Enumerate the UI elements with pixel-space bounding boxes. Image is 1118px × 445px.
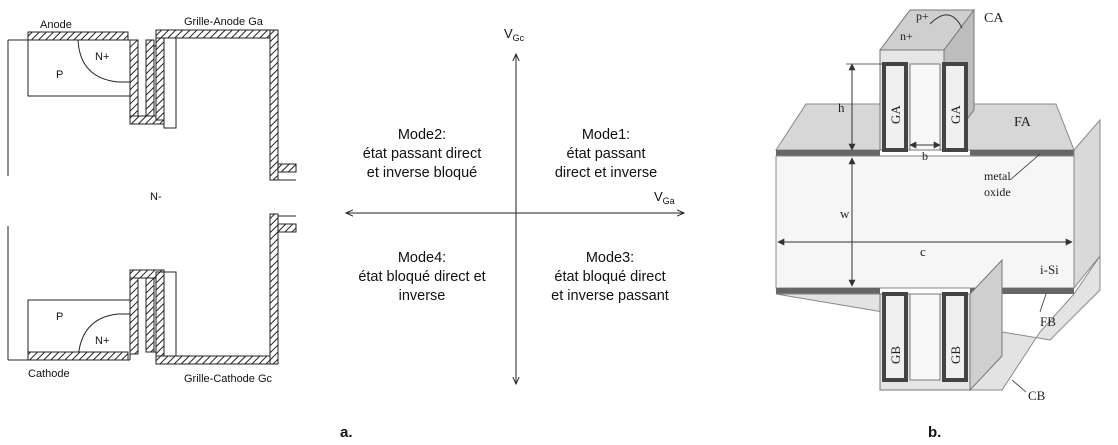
mode4-text: Mode4: état bloqué direct et inverse bbox=[336, 249, 508, 306]
leader-metal-oxide bbox=[1009, 153, 1041, 181]
body-i-si bbox=[775, 155, 1075, 289]
mode3-line1: état bloqué direct bbox=[554, 269, 666, 285]
label-i-si: i-Si bbox=[1040, 262, 1059, 277]
right-device-3d: CA p+ n+ GA GA h b FA metal oxide w c i-… bbox=[775, 8, 1101, 403]
label-pplus: p+ bbox=[916, 9, 929, 23]
gate-gb-right bbox=[942, 292, 968, 382]
label-ca: CA bbox=[984, 11, 1004, 26]
mode1-title: Mode1: bbox=[581, 127, 631, 143]
mode1-line2: direct et inverse bbox=[554, 165, 658, 181]
leader-cb bbox=[1011, 379, 1027, 393]
label-grille-anode: Grille-Anode Ga bbox=[184, 16, 264, 28]
gate-gb-left bbox=[882, 292, 908, 382]
mode1-line1: état passant bbox=[566, 146, 646, 162]
label-fb: FB bbox=[1040, 314, 1056, 329]
y-axis-label: VGc bbox=[504, 26, 525, 43]
nplus-region-top bbox=[77, 39, 130, 83]
gate-ga-left bbox=[882, 62, 908, 152]
pplus-arc bbox=[929, 14, 963, 29]
mode3-line2: et inverse passant bbox=[551, 288, 669, 304]
mode2-line2: et inverse bloqué bbox=[366, 165, 478, 181]
label-b: b bbox=[922, 149, 928, 163]
mode4-title: Mode4: bbox=[397, 250, 447, 266]
label-gb-right: GB bbox=[948, 346, 963, 364]
label-nplus-fin: n+ bbox=[900, 29, 913, 43]
label-nplus-top: N+ bbox=[95, 51, 109, 63]
gate-ga-right bbox=[942, 62, 968, 152]
lower-inner-slot bbox=[909, 293, 941, 381]
label-ga-left: GA bbox=[888, 105, 903, 124]
upper-inner-slot bbox=[909, 63, 941, 151]
anode-contact bbox=[27, 31, 129, 41]
label-oxide: oxide bbox=[984, 185, 1011, 199]
mode2-line1: état passant direct bbox=[362, 146, 482, 162]
caption-a: a. bbox=[340, 424, 353, 441]
x-axis-label: VGa bbox=[654, 189, 675, 206]
quadrant-diagram: VGc VGa bbox=[346, 26, 684, 384]
label-h: h bbox=[838, 100, 845, 115]
metal-oxide-upper bbox=[776, 150, 880, 156]
left-device-cross-section: Anode Grille-Anode Ga P N+ N- P N+ Catho… bbox=[7, 16, 297, 385]
label-cathode: Cathode bbox=[28, 368, 70, 380]
label-c: c bbox=[920, 244, 926, 259]
label-nplus-bottom: N+ bbox=[95, 335, 109, 347]
label-anode: Anode bbox=[40, 19, 72, 31]
mode3-text: Mode3: état bloqué direct et inverse pas… bbox=[524, 249, 696, 306]
lower-fin-side bbox=[969, 258, 1003, 392]
label-ga-right: GA bbox=[948, 105, 963, 124]
label-w: w bbox=[840, 206, 850, 221]
label-cb: CB bbox=[1028, 388, 1046, 403]
caption-b: b. bbox=[928, 424, 942, 441]
grille-anode-hatching bbox=[129, 29, 297, 181]
mode4-line2: inverse bbox=[398, 288, 446, 304]
mode1-text: Mode1: état passant direct et inverse bbox=[524, 126, 688, 183]
label-gb-left: GB bbox=[888, 346, 903, 364]
metal-oxide-upper-right bbox=[970, 150, 1074, 156]
label-fa: FA bbox=[1014, 115, 1032, 130]
mode4-line1: état bloqué direct et bbox=[358, 269, 486, 285]
cathode-contact bbox=[27, 351, 129, 361]
label-nminus: N- bbox=[150, 191, 162, 203]
label-metal: metal bbox=[984, 169, 1011, 183]
label-p-top: P bbox=[56, 69, 63, 81]
label-grille-cathode: Grille-Cathode Gc bbox=[184, 373, 273, 385]
grille-cathode-hatching bbox=[129, 213, 297, 365]
mode2-title: Mode2: bbox=[397, 127, 447, 143]
nplus-region-bottom bbox=[77, 313, 130, 361]
leader-fb bbox=[1039, 293, 1047, 313]
metal-oxide-lower bbox=[776, 288, 880, 294]
label-p-bottom: P bbox=[56, 311, 63, 323]
mode2-text: Mode2: état passant direct et inverse bl… bbox=[340, 126, 504, 183]
mode3-title: Mode3: bbox=[585, 250, 635, 266]
